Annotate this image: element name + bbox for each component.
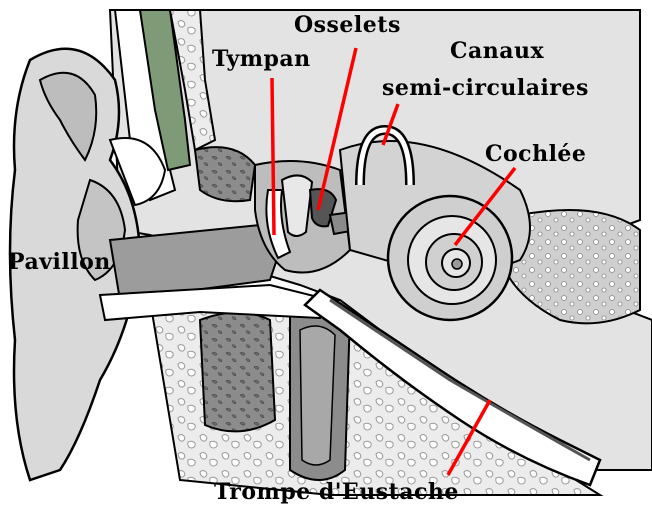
label-trompe-eustache: Trompe d'Eustache [214,481,459,503]
styloid-process [300,326,335,465]
bone-patch-upper [195,147,255,201]
label-cochlee: Cochlée [485,143,586,165]
ossicle-malleus [282,175,312,236]
label-pavillon: Pavillon [8,251,111,273]
label-canaux-line1: Canaux [450,40,544,62]
muscle-block-left [200,313,275,432]
leader-line-tympan [272,78,274,235]
cochlea-center [452,259,462,269]
label-tympan: Tympan [212,48,311,70]
label-canaux-line2: semi-circulaires [382,77,589,99]
label-osselets: Osselets [294,14,401,36]
